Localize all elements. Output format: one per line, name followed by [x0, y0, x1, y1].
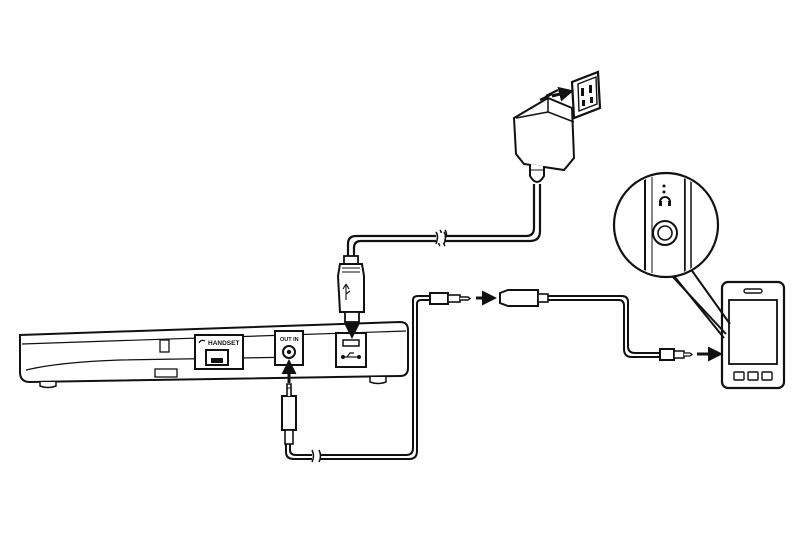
power-plug-icon — [551, 86, 574, 102]
aux-jack-female — [499, 289, 549, 307]
zoom-callout-lines — [671, 267, 731, 339]
aux-port[interactable]: OUT IN — [274, 330, 304, 366]
handset-icon — [198, 339, 206, 344]
handset-port-label: HANDSET — [208, 340, 239, 347]
magnified-jack-view — [612, 171, 720, 279]
aux-plug-phone — [659, 348, 694, 361]
wall-outlet-icon — [570, 70, 602, 120]
usb-icon — [341, 352, 362, 360]
aux-plug-base — [281, 383, 297, 445]
usb-power-cable — [346, 184, 542, 258]
usb-plug — [336, 255, 365, 323]
headphone-jack-icon — [659, 184, 671, 206]
usb-port[interactable] — [335, 332, 367, 368]
audio-cable — [285, 295, 430, 460]
phone-audio-cable — [548, 295, 660, 358]
smartphone-icon — [720, 280, 786, 390]
aux-port-label: OUT IN — [280, 337, 299, 343]
ac-adapter — [512, 89, 576, 183]
aux-plug-male — [429, 292, 472, 305]
handset-port[interactable]: HANDSET — [194, 334, 244, 370]
